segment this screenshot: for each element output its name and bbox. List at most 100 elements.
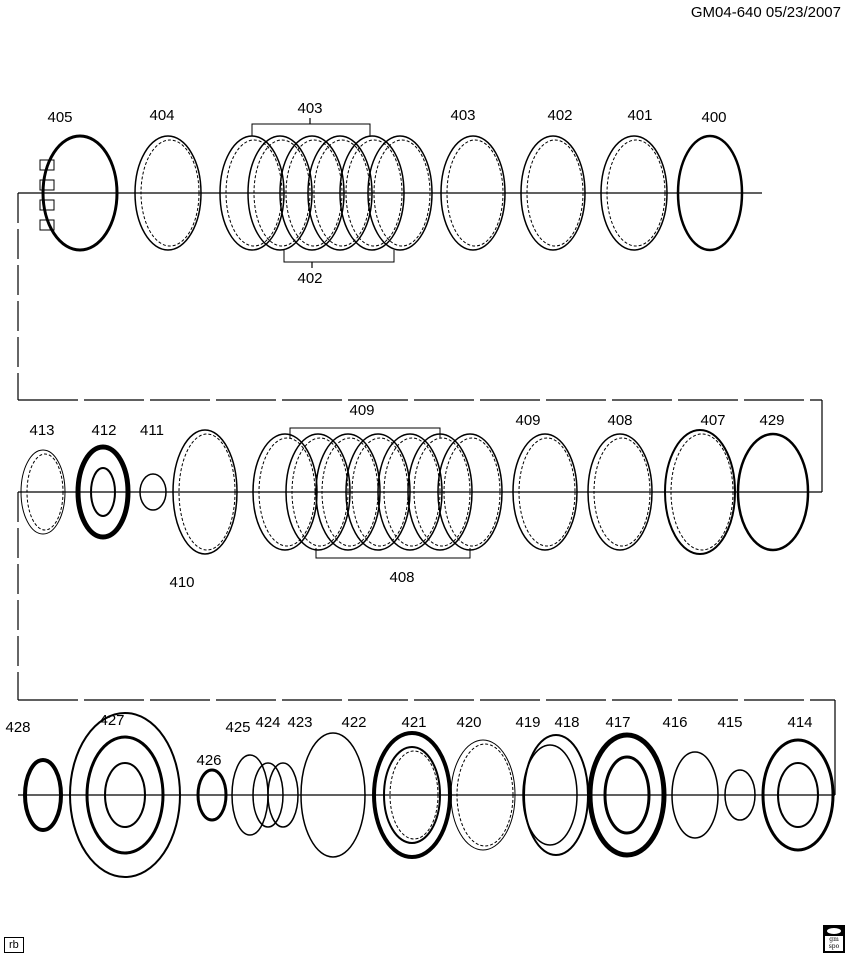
part-413-spring-teeth — [26, 453, 64, 531]
part-404-plate-teeth — [140, 139, 200, 247]
part-414-bore — [777, 762, 819, 828]
label-part-416: 416 — [662, 714, 687, 731]
label-part-427: 427 — [99, 712, 124, 729]
label-part-419: 419 — [515, 714, 540, 731]
part-424-seal — [252, 762, 284, 828]
part-401-plate — [600, 135, 668, 251]
part-421-inner — [383, 746, 441, 844]
label-part-420: 420 — [456, 714, 481, 731]
part-409-plate — [512, 433, 578, 551]
part-407-plate-teeth — [670, 433, 734, 551]
part-410-plate — [172, 429, 238, 555]
part-408-plate-teeth — [291, 437, 349, 547]
part-402-plate — [247, 135, 313, 251]
part-427-housing — [69, 712, 181, 878]
part-405-drum — [41, 134, 119, 252]
part-405-tab — [39, 179, 55, 191]
part-402-plate — [520, 135, 586, 251]
part-409-plate-teeth — [518, 437, 576, 547]
part-409-plate — [315, 433, 381, 551]
label-part-408: 408 — [389, 569, 414, 586]
part-405-tab — [39, 219, 55, 231]
label-part-408: 408 — [607, 412, 632, 429]
label-part-403: 403 — [450, 107, 475, 124]
part-417-piston — [587, 732, 667, 858]
label-part-409: 409 — [349, 402, 374, 419]
part-401-plate-teeth — [606, 139, 666, 247]
part-403-plate — [279, 135, 345, 251]
part-402-plate-teeth — [253, 139, 311, 247]
part-427-bore — [104, 762, 146, 828]
part-403-plate — [440, 135, 506, 251]
part-416-seal — [671, 751, 719, 839]
part-408-plate-teeth — [593, 437, 651, 547]
label-part-401: 401 — [627, 107, 652, 124]
part-402-plate-teeth — [526, 139, 584, 247]
part-426-bushing — [196, 768, 228, 822]
label-part-405: 405 — [47, 109, 72, 126]
label-part-402: 402 — [297, 270, 322, 287]
bracket-402 — [283, 250, 395, 263]
part-428-ring — [23, 758, 63, 832]
label-part-411: 411 — [140, 422, 164, 439]
label-part-417: 417 — [605, 714, 630, 731]
part-421-piston — [372, 731, 452, 859]
label-part-413: 413 — [29, 422, 54, 439]
part-408-plate — [345, 433, 411, 551]
part-402-plate-teeth — [313, 139, 371, 247]
part-412-inner — [90, 467, 116, 517]
part-405-tab — [39, 159, 55, 171]
part-409-plate — [252, 433, 318, 551]
label-part-425: 425 — [225, 719, 250, 736]
label-part-422: 422 — [341, 714, 366, 731]
part-412-piston — [75, 444, 131, 540]
bracket-409 — [289, 427, 441, 438]
label-part-426: 426 — [196, 752, 221, 769]
bracket-408 — [315, 548, 471, 559]
part-403-plate-teeth — [285, 139, 343, 247]
part-402-plate-teeth — [373, 139, 431, 247]
label-part-404: 404 — [149, 107, 174, 124]
label-part-421: 421 — [401, 714, 426, 731]
part-420-spring-teeth — [456, 743, 514, 847]
part-407-plate — [664, 429, 736, 555]
part-408-plate — [587, 433, 653, 551]
part-411-seal — [139, 473, 167, 511]
part-403-plate — [339, 135, 405, 251]
label-part-410: 410 — [169, 574, 194, 591]
part-409-plate-teeth — [258, 437, 316, 547]
part-403-plate-teeth — [446, 139, 504, 247]
part-408-plate-teeth — [413, 437, 471, 547]
label-part-400: 400 — [701, 109, 726, 126]
part-409-plate — [377, 433, 443, 551]
label-part-414: 414 — [787, 714, 812, 731]
part-400-snap-ring — [676, 134, 744, 252]
part-413-spring — [20, 449, 66, 535]
part-423-seal — [267, 762, 299, 828]
part-403-plate-teeth — [225, 139, 283, 247]
part-410-plate-teeth — [178, 433, 236, 551]
part-402-plate — [307, 135, 373, 251]
part-429-snap-ring — [736, 432, 810, 552]
rb-badge: rb — [4, 937, 24, 953]
label-part-415: 415 — [717, 714, 742, 731]
bracket-403 — [251, 123, 371, 136]
part-409-plate-teeth — [443, 437, 501, 547]
label-part-409: 409 — [515, 412, 540, 429]
diagram-id-and-date: GM04-640 05/23/2007 — [690, 4, 841, 21]
label-part-418: 418 — [554, 714, 579, 731]
label-part-402: 402 — [547, 107, 572, 124]
label-part-403: 403 — [297, 100, 322, 117]
part-421-inner-teeth — [389, 750, 439, 840]
part-405-tab — [39, 199, 55, 211]
part-402-plate — [367, 135, 433, 251]
part-422-seal — [300, 732, 366, 858]
label-part-423: 423 — [287, 714, 312, 731]
part-427-hub — [85, 735, 165, 855]
label-part-424: 424 — [255, 714, 280, 731]
part-403-plate-teeth — [345, 139, 403, 247]
part-415-seal — [724, 769, 756, 821]
label-part-428: 428 — [5, 719, 30, 736]
